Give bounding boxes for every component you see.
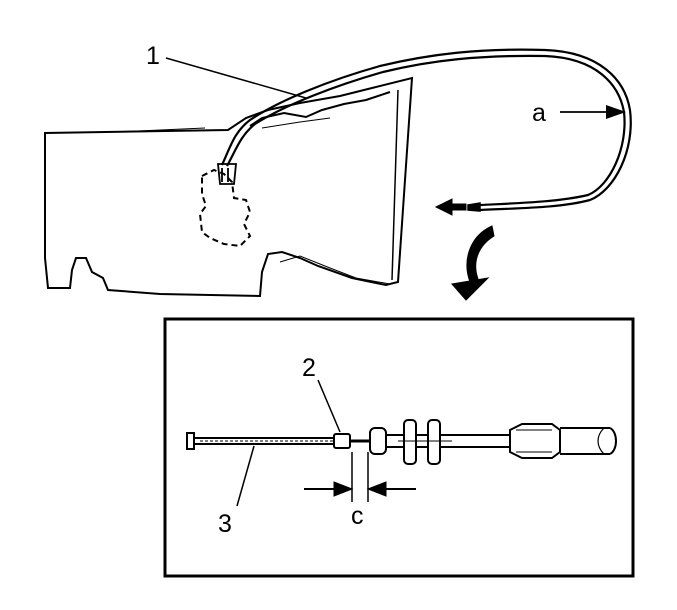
dimension-c: c: [304, 452, 416, 530]
callout-3-label: 3: [218, 510, 232, 538]
dimension-a-label: a: [532, 99, 546, 127]
dimension-a: a: [532, 99, 626, 127]
cable-connector: [217, 163, 237, 185]
callout-1-label: 1: [146, 42, 160, 70]
cable-end: [467, 202, 481, 212]
callout-2: 2: [302, 354, 341, 433]
dimension-c-label: c: [351, 502, 364, 530]
transmission-housing: [44, 76, 414, 298]
shift-cable: [221, 48, 632, 212]
shift-lever-outline: [198, 168, 252, 248]
pull-direction-arrow: [434, 198, 467, 216]
callout-1: 1: [146, 42, 307, 99]
callout-3: 3: [218, 445, 255, 538]
cable-end-detail: [186, 419, 617, 465]
detail-view-arrow: [451, 225, 495, 301]
callout-2-label: 2: [302, 354, 316, 382]
